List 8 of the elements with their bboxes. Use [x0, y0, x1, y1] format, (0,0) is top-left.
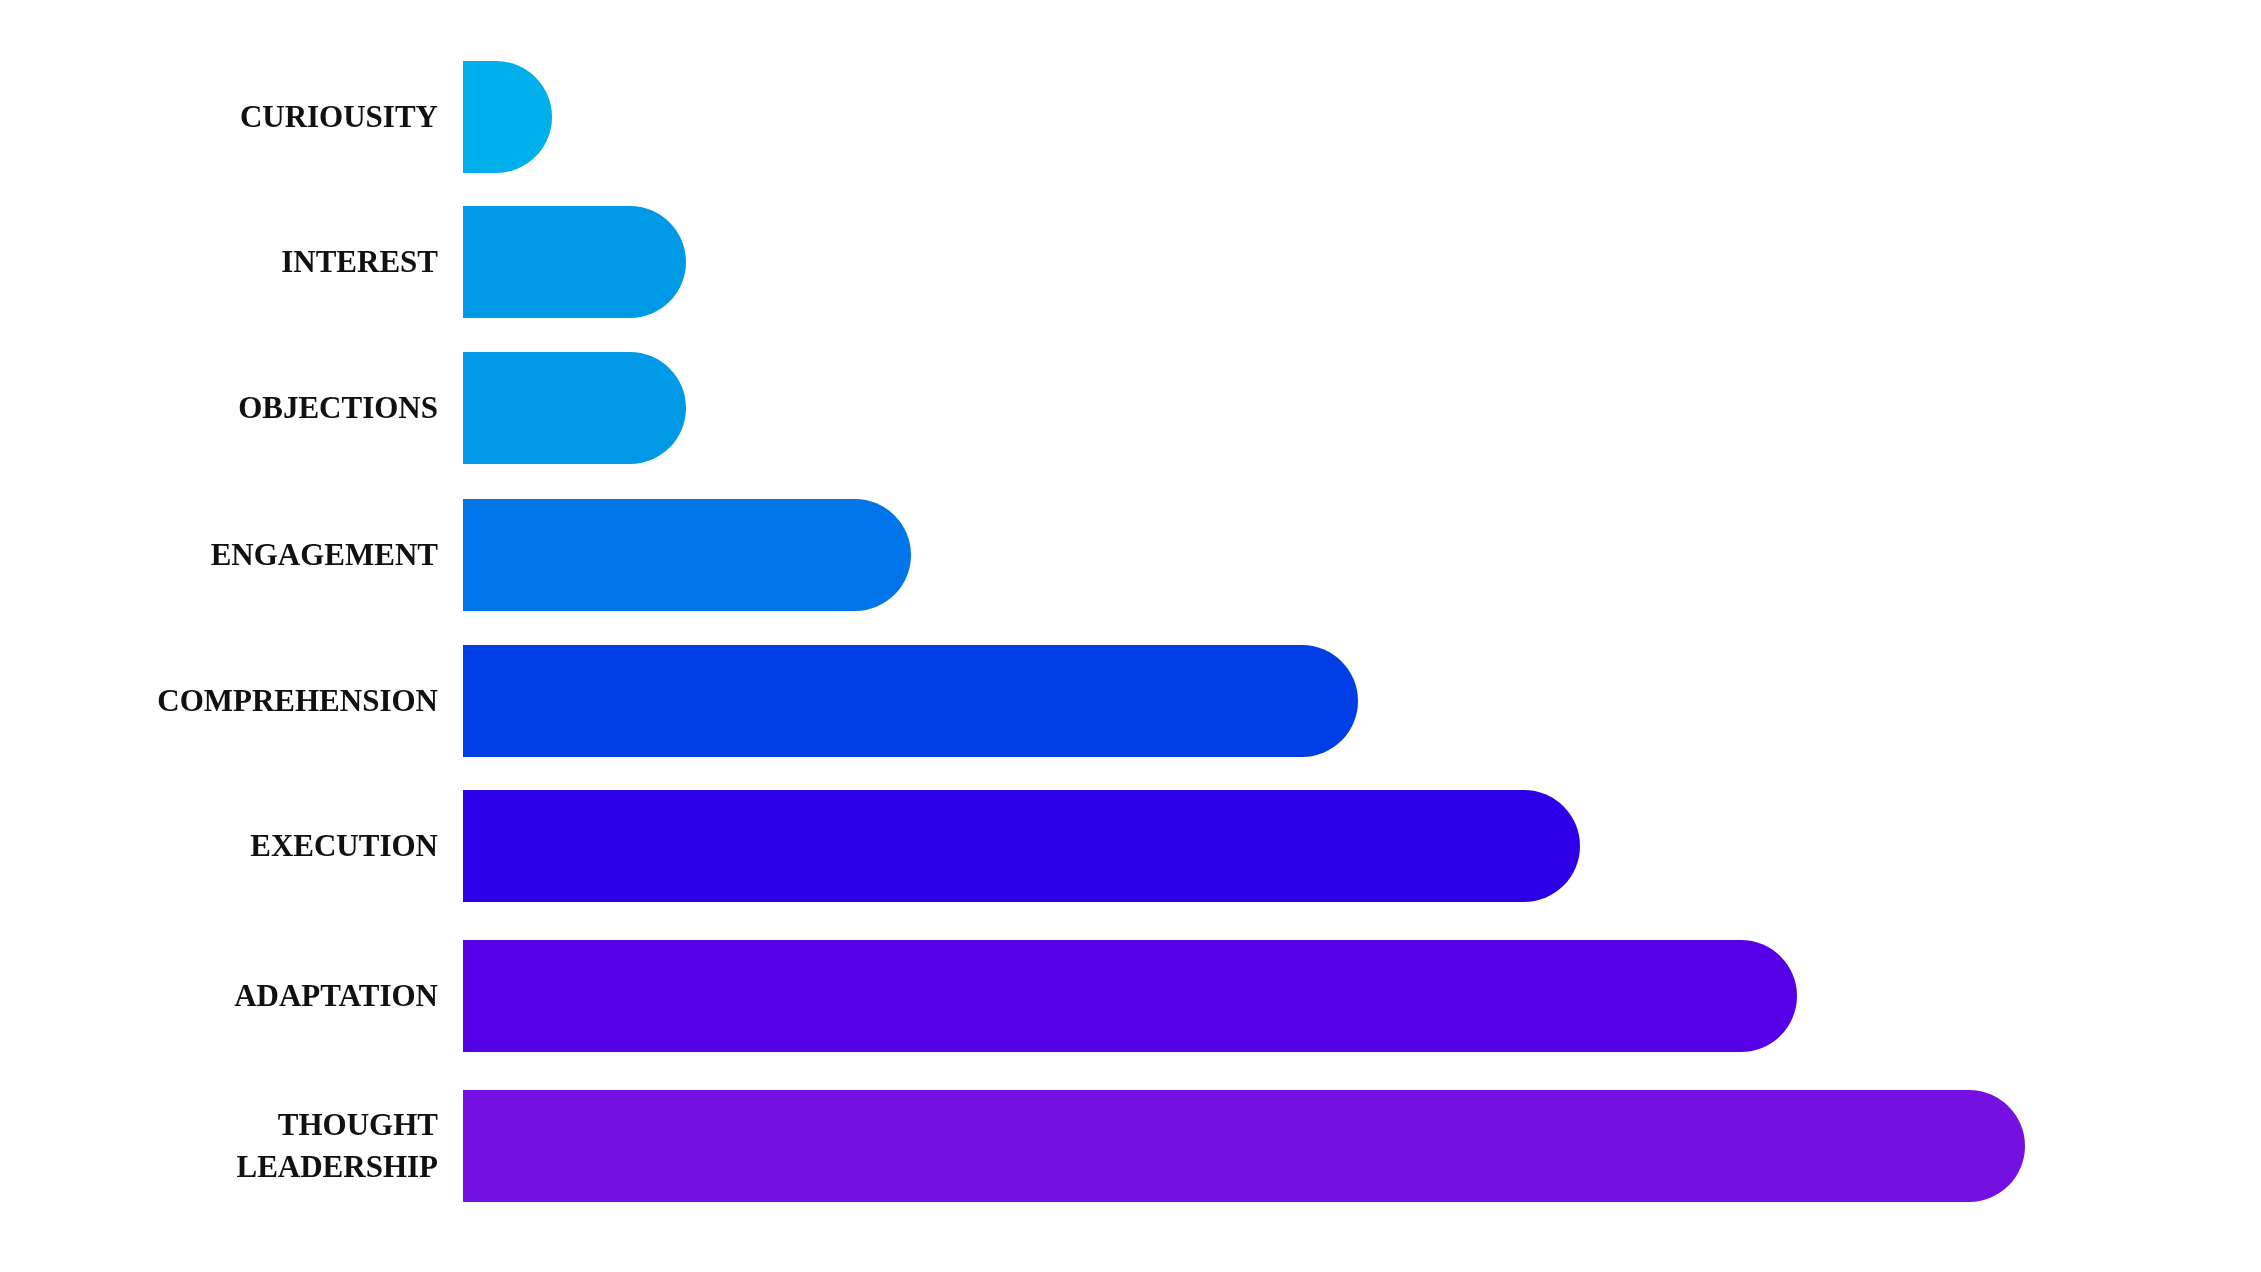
- stage-label: CURIOUSITY: [239, 98, 438, 136]
- stage-label: COMPREHENSION: [157, 682, 438, 720]
- stage-label: THOUGHT LEADERSHIP: [235, 1106, 438, 1186]
- stage-label: INTEREST: [281, 243, 438, 281]
- stage-label: ENGAGEMENT: [210, 536, 438, 574]
- stage-label: OBJECTIONS: [238, 389, 438, 427]
- stage-label: ADAPTATION: [234, 977, 438, 1015]
- stage-label: EXECUTION: [250, 827, 438, 865]
